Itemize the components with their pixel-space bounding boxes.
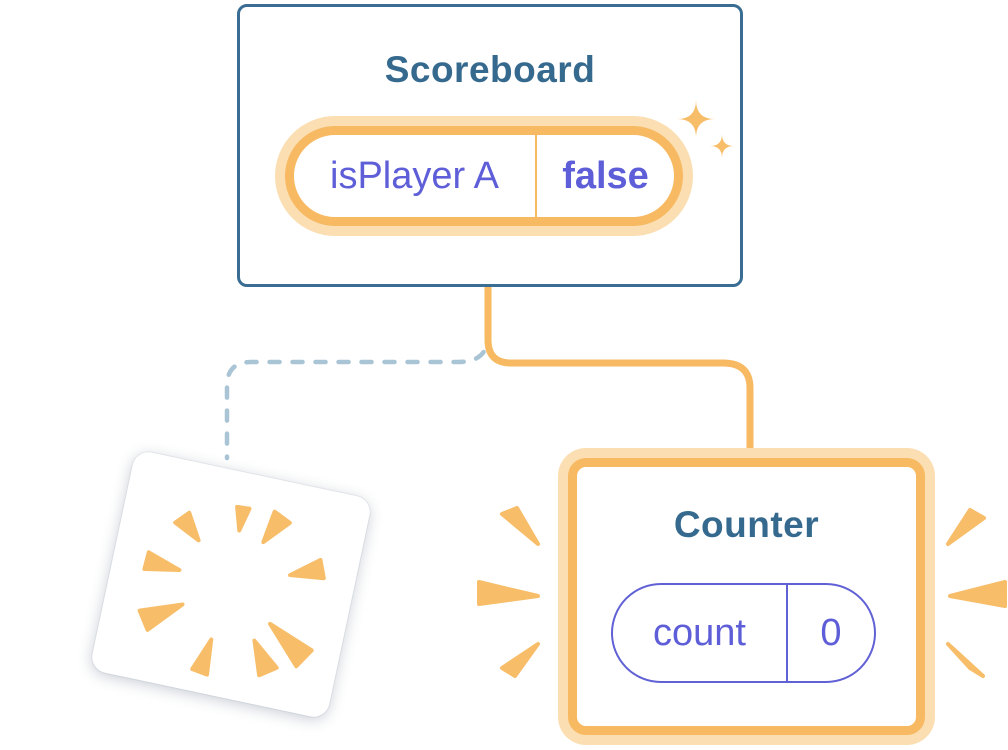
dashed-connector-to-removed-card [224,327,492,461]
emphasis-rays-right-icon [946,508,1007,678]
scoreboard-state-pill: isPlayer A false [285,126,683,226]
counter-title: Counter [673,504,820,545]
counter-card: Counter count 0 [558,448,935,745]
poof-burst-icon [137,504,326,677]
state-name: count [653,611,746,654]
state-value: false [562,154,649,197]
solid-connector-to-counter [484,284,754,454]
removed-component-card [89,449,373,720]
scoreboard-card: Scoreboard isPlayer A false [237,4,743,287]
counter-state-pill: count 0 [611,583,876,683]
sparkles-icon [677,100,734,158]
state-value: 0 [820,611,842,654]
pill-divider [535,135,537,217]
emphasis-rays-left-icon [477,506,540,678]
pill-divider [786,585,788,681]
scoreboard-title: Scoreboard [384,49,596,90]
state-name: isPlayer A [330,154,499,197]
